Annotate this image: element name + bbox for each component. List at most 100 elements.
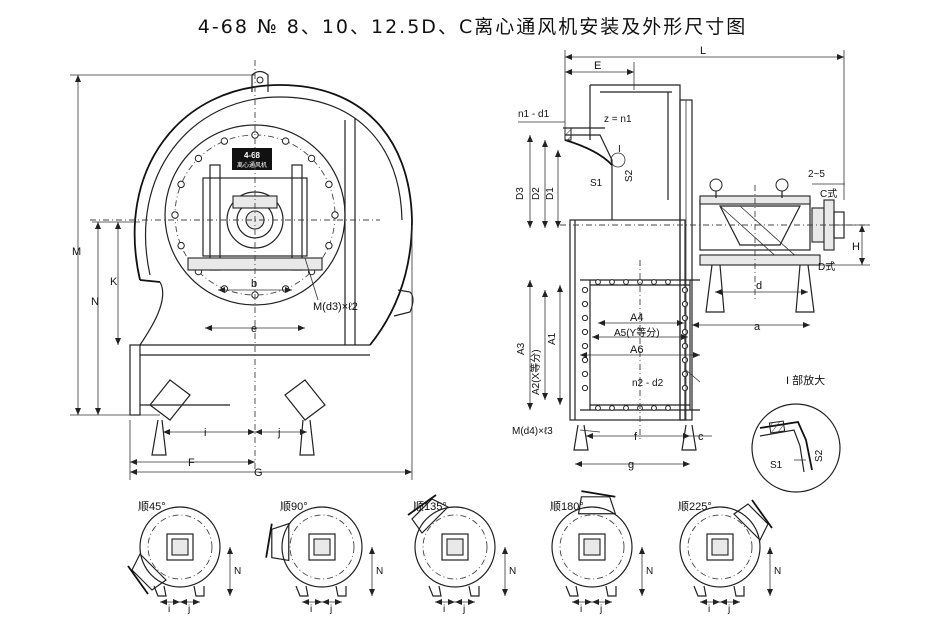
- dim-c: c: [698, 431, 704, 443]
- drawing-title: 4-68 № 8、10、12.5D、C离心通风机安装及外形尺寸图: [197, 16, 748, 38]
- dim-D3: D3: [515, 187, 526, 200]
- detail-S2: S2: [814, 449, 825, 462]
- bolt-hole: [595, 405, 601, 411]
- rotation-dim-N: N: [376, 566, 383, 577]
- side-support-right: [795, 264, 815, 313]
- nameplate-line1: 4-68: [244, 151, 261, 160]
- dim-A2: A2(X等分): [529, 349, 542, 395]
- rotation-label: 顺225°: [678, 500, 712, 513]
- dim-Dstyle: D式: [818, 260, 835, 273]
- side-support-left: [705, 264, 725, 313]
- detail-I: I 部放大 S1 S2: [751, 373, 841, 493]
- rotation-label: 顺90°: [280, 500, 308, 513]
- bolt-hole: [665, 405, 671, 411]
- dim-Cstyle: C式: [820, 187, 837, 200]
- bolt-hole: [681, 356, 689, 364]
- bolt-hole: [581, 328, 589, 336]
- bolt-hole: [681, 342, 689, 350]
- bolt-hole: [595, 279, 601, 285]
- dim-D1: D1: [545, 187, 556, 200]
- bolt-hole: [581, 314, 589, 322]
- detail-label: I 部放大: [786, 373, 825, 387]
- dim-L: L: [700, 45, 706, 57]
- bolt-hole: [281, 137, 290, 145]
- rotation-dim-N: N: [234, 566, 241, 577]
- rotation-dim-N: N: [509, 566, 516, 577]
- inlet-cone: [565, 134, 613, 220]
- front-support-left: [149, 379, 191, 456]
- bolt-hole: [609, 405, 615, 411]
- dim-S1: S1: [590, 178, 603, 189]
- outlet-flange: [129, 344, 141, 416]
- rotation-dim-i: i: [310, 604, 312, 615]
- bolt-hole: [681, 314, 689, 322]
- front-view: 4-68 离心通风机 M N K b e M(d3)×ℓ2 i j: [70, 60, 414, 480]
- bolt-hole: [681, 370, 689, 378]
- dim-j: j: [277, 427, 280, 439]
- bolt-hole: [581, 286, 589, 294]
- bolt-hole: [220, 285, 229, 293]
- rotation-dim-j: j: [187, 604, 190, 615]
- dim-A5: A5(Y等分): [614, 326, 660, 339]
- bolt-hole: [665, 279, 671, 285]
- rotation-variant: 顺45° i j N: [127, 500, 241, 615]
- rotation-dim-j: j: [599, 604, 602, 615]
- rotation-label: 顺180°: [550, 500, 584, 513]
- dim-H: H: [852, 241, 860, 253]
- bolt-hole: [623, 279, 629, 285]
- bolt-hole: [581, 356, 589, 364]
- dim-M: M: [72, 246, 81, 258]
- dim-i: i: [204, 427, 206, 439]
- dim-A4: A4: [630, 312, 643, 324]
- bolt-hole: [171, 211, 179, 219]
- dim-e: e: [251, 323, 257, 335]
- dim-md4: M(d4)×ℓ3: [512, 426, 553, 437]
- dim-N: N: [91, 296, 99, 308]
- rotation-dim-N: N: [774, 566, 781, 577]
- bolt-hole: [194, 154, 203, 163]
- rotation-dim-i: i: [168, 604, 170, 615]
- dim-d: d: [756, 280, 762, 292]
- bolt-hole: [681, 328, 689, 336]
- dim-S2: S2: [624, 169, 635, 182]
- bolt-hole: [609, 279, 615, 285]
- dim-E: E: [594, 60, 601, 72]
- dim-K: K: [110, 276, 118, 288]
- rotation-dim-j: j: [462, 604, 465, 615]
- bolt-hole: [581, 342, 589, 350]
- dim-g: g: [628, 459, 634, 471]
- bolt-hole: [281, 285, 290, 293]
- bolt-hole: [623, 405, 629, 411]
- bolt-hole: [581, 300, 589, 308]
- fan-casing: [133, 84, 413, 346]
- rotation-label: 顺45°: [138, 500, 166, 513]
- dim-zn1: z = n1: [604, 114, 632, 125]
- bolt-hole: [681, 384, 689, 392]
- bolt-hole: [681, 286, 689, 294]
- bolt-hole: [651, 405, 657, 411]
- bolt-hole: [307, 154, 316, 163]
- rotation-dim-N: N: [646, 566, 653, 577]
- front-support-right: [284, 379, 326, 456]
- dim-G: G: [254, 467, 263, 479]
- nameplate: [232, 148, 272, 170]
- detail-S1: S1: [770, 460, 783, 471]
- bolt-hole: [325, 241, 333, 250]
- bolt-hole: [177, 241, 185, 250]
- dim-a: a: [754, 321, 761, 333]
- dim-F: F: [188, 457, 195, 469]
- rotation-dim-j: j: [727, 604, 730, 615]
- nameplate-line2: 离心通风机: [237, 161, 267, 169]
- bolt-hole: [331, 211, 339, 219]
- dim-A3: A3: [516, 342, 527, 355]
- bolt-hole: [681, 300, 689, 308]
- rotation-dim-j: j: [329, 604, 332, 615]
- casing-handle: [393, 289, 414, 317]
- dim-D2: D2: [531, 187, 542, 200]
- dim-n2d2: n2 - d2: [632, 378, 664, 389]
